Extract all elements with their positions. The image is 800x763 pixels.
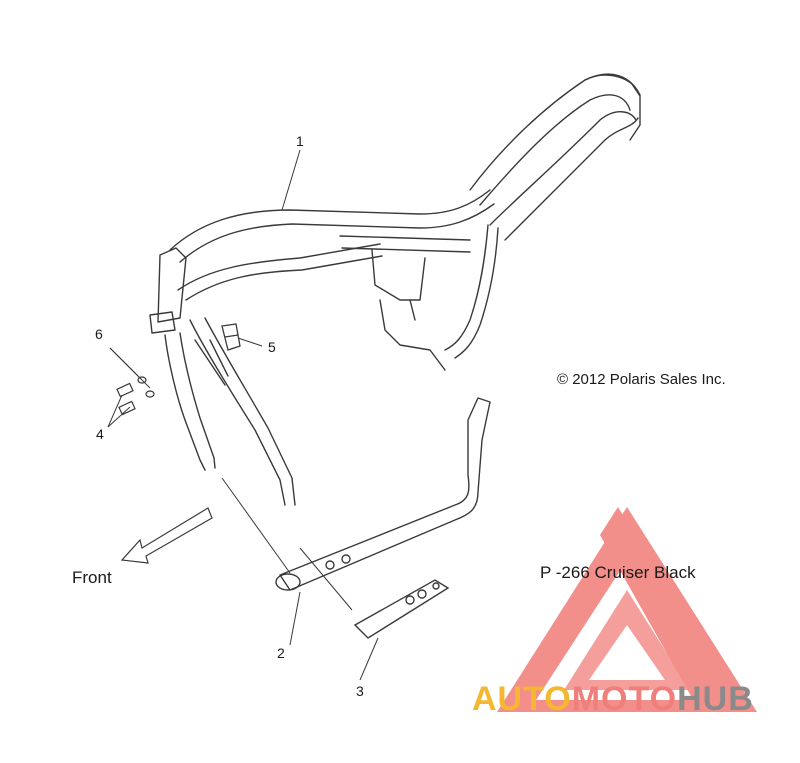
copyright-text: © 2012 Polaris Sales Inc. xyxy=(557,371,726,388)
front-arrow xyxy=(120,507,213,564)
callout-5: 5 xyxy=(268,339,276,355)
watermark-logo xyxy=(497,507,757,712)
watermark-part-auto: AUTO xyxy=(472,680,572,718)
main-frame xyxy=(149,73,641,506)
clip xyxy=(221,323,241,351)
watermark-part-hub: HUB xyxy=(677,680,754,718)
callout-3: 3 xyxy=(356,683,364,699)
callout-1: 1 xyxy=(296,133,304,149)
bolts xyxy=(116,376,155,416)
callout-2: 2 xyxy=(277,645,285,661)
watermark-text: AUTOMOTOHUB xyxy=(472,680,754,719)
front-label: Front xyxy=(72,568,112,587)
lower-rail xyxy=(275,397,491,591)
bracket xyxy=(353,579,450,639)
leader-lines xyxy=(107,149,379,681)
callout-4: 4 xyxy=(96,426,104,442)
watermark-part-moto: MOTO xyxy=(571,680,678,718)
callout-6: 6 xyxy=(95,326,103,342)
model-label: P -266 Cruiser Black xyxy=(540,563,696,582)
